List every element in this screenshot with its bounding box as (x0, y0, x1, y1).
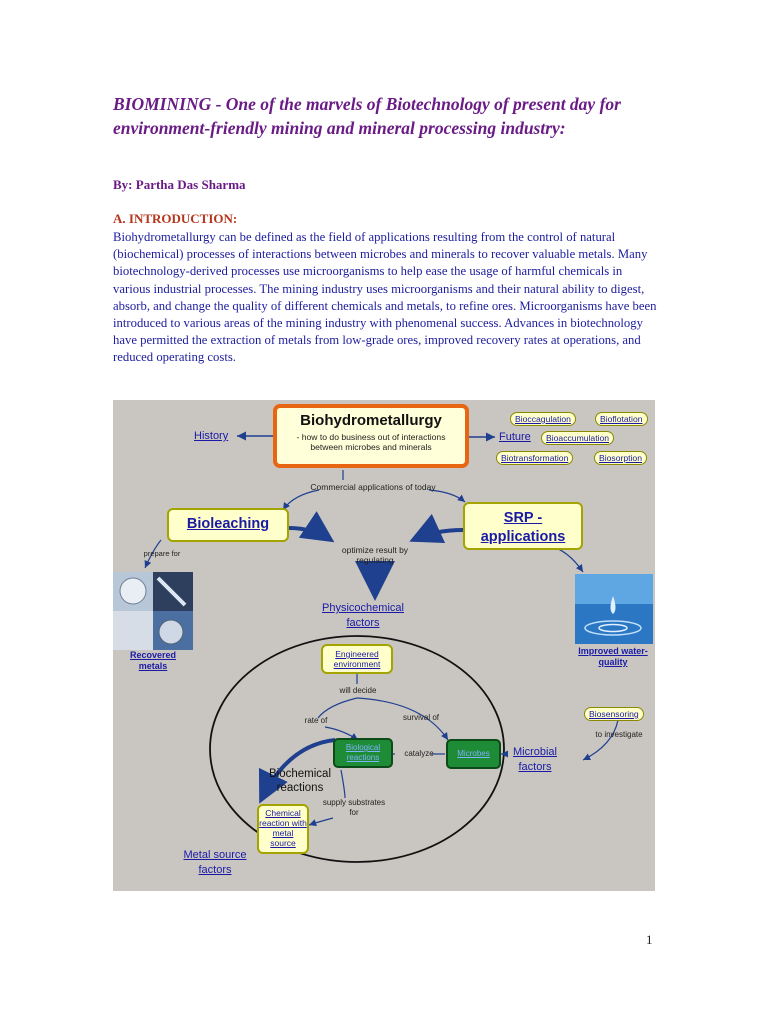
bioleaching-node[interactable]: Bioleaching (167, 508, 289, 542)
rate-of-label: rate of (304, 716, 328, 725)
srp-applications-node[interactable]: SRP - applications (463, 502, 583, 550)
biohydrometallurgy-node: Biohydrometallurgy - how to do business … (273, 404, 469, 468)
future-link[interactable]: Future (499, 431, 531, 443)
physicochemical-factors-label[interactable]: Physicochemical factors (322, 602, 404, 629)
recovered-metals-label[interactable]: Recovered metals (129, 650, 177, 671)
microbial-factors-label[interactable]: Microbial factors (512, 746, 557, 773)
future-item-bioflotation[interactable]: Bioflotation (595, 412, 648, 426)
will-decide-label: will decide (339, 686, 377, 695)
hub-subtitle: - how to do business out of interactions… (296, 432, 446, 452)
author-byline: By: Partha Das Sharma (113, 177, 246, 192)
document-title: BIOMINING - One of the marvels of Biotec… (113, 94, 621, 138)
hub-title: Biohydrometallurgy (300, 412, 442, 429)
introduction-paragraph: Biohydrometallurgy can be defined as the… (113, 230, 657, 365)
biochemical-reactions-label: Biochemical reactions (269, 768, 331, 794)
metal-source-factors-label[interactable]: Metal source factors (183, 849, 247, 876)
survival-of-label: survival of (402, 713, 439, 722)
history-link[interactable]: History (194, 430, 229, 442)
prepare-for-label: prepare for (143, 549, 181, 558)
concept-map: Biohydrometallurgy - how to do business … (113, 400, 655, 891)
chemical-reaction-node[interactable]: Chemical reaction with metal source (257, 804, 309, 854)
commercial-applications-label: Commercial applications of today (310, 482, 436, 492)
catalyze-label: catalyze (404, 749, 434, 758)
future-item-bioccagulation[interactable]: Bioccagulation (510, 412, 576, 426)
section-heading: A. INTRODUCTION: (113, 211, 238, 226)
concept-map-connectors (113, 431, 653, 863)
page-number: 1 (646, 932, 653, 947)
water-drop-photo (575, 574, 653, 644)
supply-substrates-label: supply substrates for (322, 798, 386, 817)
improved-water-quality-label[interactable]: Improved water-quality (578, 646, 648, 667)
microbes-node[interactable]: Microbes (446, 739, 501, 769)
optimize-label: optimize result by regulating (341, 545, 409, 565)
future-item-biotransformation[interactable]: Biotransformation (496, 451, 574, 465)
to-investigate-label: to investigate (595, 730, 643, 739)
recovered-metals-photo (113, 572, 193, 650)
biosensoring-node[interactable]: Biosensoring (584, 707, 644, 721)
biological-reactions-node[interactable]: Biological reactions (333, 738, 393, 768)
engineered-environment-node[interactable]: Engineered environment (321, 644, 393, 674)
future-item-biosorption[interactable]: Biosorption (594, 451, 647, 465)
future-item-bioaccumulation[interactable]: Bioaccumulation (541, 431, 615, 445)
